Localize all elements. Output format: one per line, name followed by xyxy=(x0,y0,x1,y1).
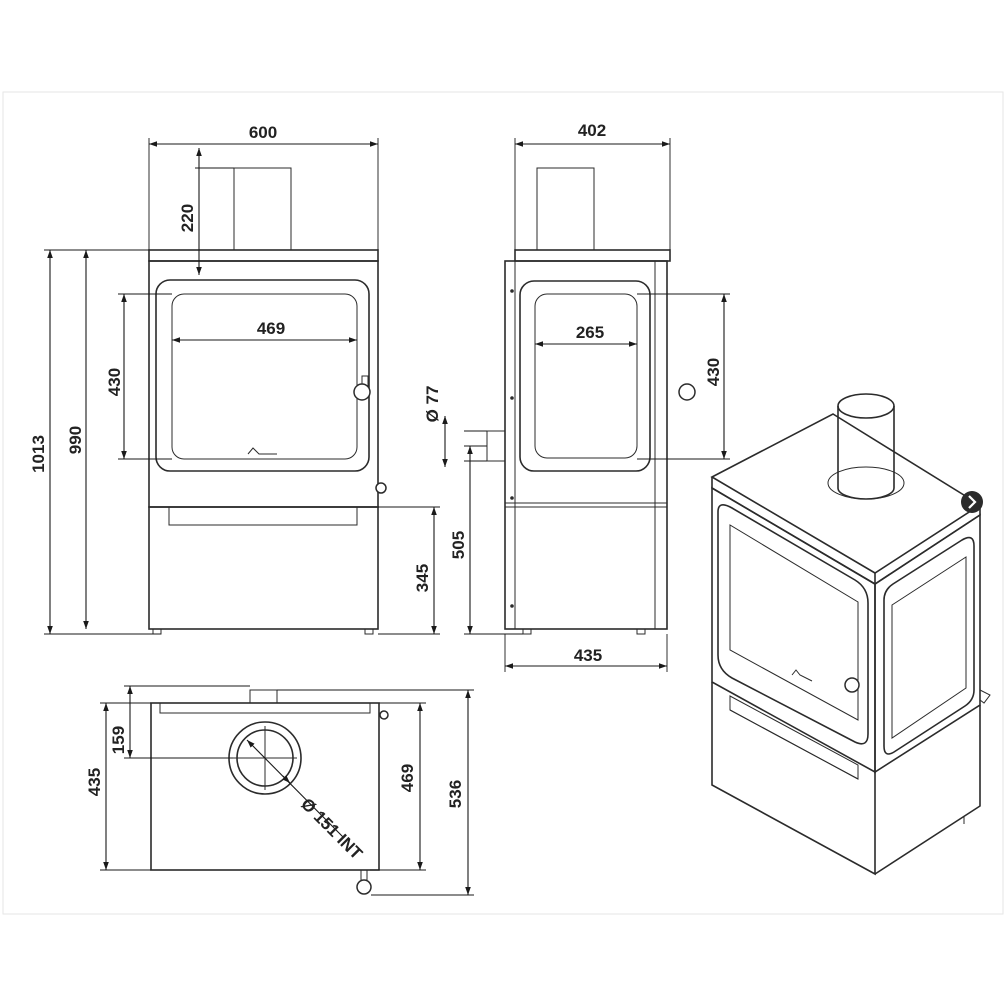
iso-front-face xyxy=(711,486,876,774)
side-window-glass xyxy=(534,293,638,459)
dim-front-glass-width: 469 xyxy=(257,319,285,338)
iso-top-plate xyxy=(710,413,982,574)
dim-top-depth-handle: 469 xyxy=(398,764,417,792)
dim-front-width: 600 xyxy=(249,123,277,142)
iso-ash-drawer xyxy=(729,695,859,780)
dim-rear-flue-height: 505 xyxy=(449,531,468,559)
iso-front-door xyxy=(717,504,869,745)
side-flue-pipe xyxy=(536,167,595,251)
iso-side-face xyxy=(874,513,981,774)
front-air-control xyxy=(375,482,387,494)
dim-top-flue-offset: 159 xyxy=(109,726,128,754)
iso-front-glass xyxy=(729,524,859,721)
side-window-frame xyxy=(519,280,651,472)
top-rear-flue xyxy=(249,689,278,704)
dim-side-width: 402 xyxy=(578,121,606,140)
dim-side-glass-height: 430 xyxy=(704,358,723,386)
iso-flue-pipe xyxy=(837,406,895,500)
dim-top-flue-diameter: Ø 151 INT xyxy=(297,794,366,863)
side-foot-right xyxy=(636,628,646,635)
dim-rear-flue-diameter: Ø 77 xyxy=(423,386,442,423)
front-door xyxy=(155,279,370,472)
iso-base-front xyxy=(711,682,876,876)
front-flue-pipe xyxy=(233,167,292,251)
dim-front-glass-height: 430 xyxy=(105,368,124,396)
side-view: 402 265 430 Ø 77 505 435 xyxy=(423,121,730,672)
brand-logo xyxy=(247,447,277,455)
front-view: 600 220 469 430 1013 990 345 xyxy=(29,123,440,635)
iso-door-handle xyxy=(844,677,860,693)
front-top-plate xyxy=(148,249,379,262)
iso-base-side xyxy=(874,705,981,875)
dim-side-glass-width: 265 xyxy=(576,323,604,342)
side-foot-left xyxy=(522,628,532,635)
dim-flue-height: 220 xyxy=(178,204,197,232)
iso-side-window xyxy=(883,536,975,755)
dim-top-depth: 435 xyxy=(85,768,104,796)
dim-total-height: 1013 xyxy=(29,435,48,473)
isometric-view xyxy=(710,393,991,876)
side-top-plate xyxy=(514,249,671,262)
chevron-right-icon xyxy=(961,491,983,513)
rear-flue-outlet xyxy=(486,430,506,462)
front-body xyxy=(148,260,379,508)
next-image-button[interactable] xyxy=(961,491,983,513)
drawing-frame xyxy=(2,91,1004,915)
front-door-handle xyxy=(353,383,371,401)
dim-side-depth: 435 xyxy=(574,646,602,665)
front-glass xyxy=(171,293,358,460)
dim-top-depth-total: 536 xyxy=(446,780,465,808)
top-view: 159 435 469 536 Ø 151 INT xyxy=(85,685,474,896)
iso-flue-collar xyxy=(827,466,905,500)
dim-base-height: 345 xyxy=(413,564,432,592)
top-door-handle xyxy=(356,879,372,895)
side-door-handle xyxy=(678,383,696,401)
iso-side-glass xyxy=(891,556,967,739)
dim-top-flue-diameter-line xyxy=(246,739,345,839)
front-ash-drawer xyxy=(168,506,358,526)
side-body xyxy=(504,260,668,630)
dim-body-height: 990 xyxy=(66,426,85,454)
front-foot-right xyxy=(364,628,374,635)
